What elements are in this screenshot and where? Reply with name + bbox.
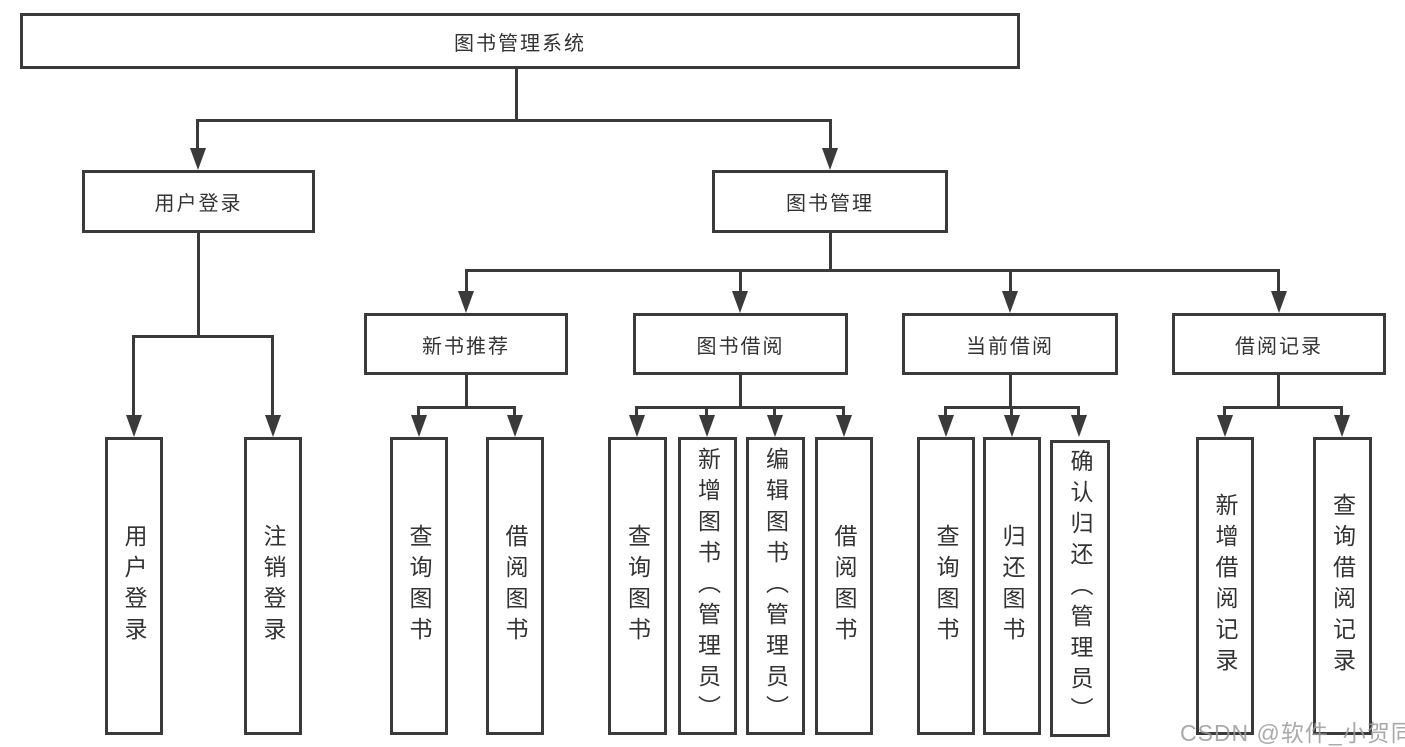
connector-line xyxy=(635,406,844,409)
connector-line xyxy=(1009,269,1012,293)
connector-arrowhead xyxy=(411,415,427,437)
connector-arrowhead xyxy=(767,415,783,437)
node-user-login: 用户登录 xyxy=(82,170,315,233)
connector-line xyxy=(1277,269,1280,293)
connector-line xyxy=(739,269,742,293)
connector-arrowhead xyxy=(1004,415,1020,437)
node-book-borrow-label: 图书借阅 xyxy=(696,335,785,358)
leaf-add-books-admin-label: 新增图书（管理员） xyxy=(694,446,721,726)
node-book-borrow: 图书借阅 xyxy=(633,313,848,375)
leaf-add-books-admin: 新增图书（管理员） xyxy=(678,437,737,735)
connector-line xyxy=(1077,406,1080,420)
connector-line xyxy=(515,68,518,121)
connector-arrowhead xyxy=(732,291,748,313)
connector-line xyxy=(196,119,199,153)
leaf-return-books: 归还图书 xyxy=(983,437,1041,735)
connector-line xyxy=(197,233,200,338)
connector-line xyxy=(842,406,845,420)
leaf-query-books-3: 查询图书 xyxy=(917,437,975,735)
leaf-add-borrow-record-label: 新增借阅记录 xyxy=(1212,493,1238,679)
leaf-confirm-return-admin-label: 确认归还（管理员） xyxy=(1067,449,1093,728)
connector-line xyxy=(1009,375,1012,409)
connector-line xyxy=(1010,406,1013,420)
leaf-confirm-return-admin: 确认归还（管理员） xyxy=(1050,440,1110,737)
node-book-mgmt-label: 图书管理 xyxy=(786,193,874,215)
connector-line xyxy=(132,335,135,420)
connector-arrowhead xyxy=(1217,415,1233,437)
connector-line xyxy=(417,406,516,409)
leaf-query-borrow-record: 查询借阅记录 xyxy=(1313,437,1372,735)
connector-arrowhead xyxy=(938,415,954,437)
leaf-query-books-3-label: 查询图书 xyxy=(933,524,959,648)
leaf-query-books-1-label: 查询图书 xyxy=(406,524,432,648)
leaf-borrow-books-2-label: 借阅图书 xyxy=(831,524,857,648)
connector-line xyxy=(635,406,638,420)
connector-arrowhead xyxy=(458,291,474,313)
leaf-query-books-2: 查询图书 xyxy=(608,437,667,735)
connector-line xyxy=(271,335,274,420)
connector-arrowhead xyxy=(265,415,281,437)
leaf-logout-login-label: 注销登录 xyxy=(260,524,286,648)
connector-line xyxy=(739,375,742,409)
connector-line xyxy=(944,406,947,420)
leaf-logout-login: 注销登录 xyxy=(244,437,302,735)
connector-arrowhead xyxy=(1271,291,1287,313)
node-book-mgmt: 图书管理 xyxy=(712,170,948,233)
node-current-borrow: 当前借阅 xyxy=(902,313,1118,375)
connector-line xyxy=(1223,406,1343,409)
connector-line xyxy=(1223,406,1226,420)
node-root: 图书管理系统 xyxy=(20,13,1020,69)
connector-arrowhead xyxy=(507,415,523,437)
connector-arrowhead xyxy=(822,148,838,170)
node-root-label: 图书管理系统 xyxy=(454,32,586,55)
connector-line xyxy=(465,375,468,409)
leaf-borrow-books-1-label: 借阅图书 xyxy=(502,524,528,648)
watermark-text: CSDN @软件_小贺同学 xyxy=(1180,720,1405,746)
connector-line xyxy=(465,269,468,293)
connector-line xyxy=(465,269,1280,272)
node-new-books-label: 新书推荐 xyxy=(422,335,510,358)
node-borrow-records: 借阅记录 xyxy=(1172,313,1386,375)
leaf-query-books-1: 查询图书 xyxy=(390,437,448,735)
leaf-edit-books-admin: 编辑图书（管理员） xyxy=(746,437,805,735)
node-user-login-label: 用户登录 xyxy=(154,193,243,215)
leaf-borrow-books-1: 借阅图书 xyxy=(486,437,544,735)
connector-arrowhead xyxy=(1002,291,1018,313)
connector-line xyxy=(705,406,708,420)
connector-arrowhead xyxy=(629,415,645,437)
connector-arrowhead xyxy=(126,415,142,437)
node-borrow-records-label: 借阅记录 xyxy=(1235,335,1323,358)
connector-line xyxy=(1340,406,1343,420)
leaf-edit-books-admin-label: 编辑图书（管理员） xyxy=(762,446,789,726)
connector-arrowhead xyxy=(836,415,852,437)
connector-line xyxy=(829,233,832,272)
leaf-user-login: 用户登录 xyxy=(105,437,163,735)
connector-line xyxy=(132,335,273,338)
connector-line xyxy=(513,406,516,420)
leaf-add-borrow-record: 新增借阅记录 xyxy=(1196,437,1254,735)
leaf-return-books-label: 归还图书 xyxy=(999,524,1025,648)
leaf-query-books-2-label: 查询图书 xyxy=(624,524,651,648)
connector-line xyxy=(196,119,832,122)
connector-line xyxy=(773,406,776,420)
connector-line xyxy=(417,406,420,420)
connector-arrowhead xyxy=(190,148,206,170)
leaf-user-login-label: 用户登录 xyxy=(121,524,147,648)
connector-arrowhead xyxy=(1071,415,1087,437)
connector-arrowhead xyxy=(1334,415,1350,437)
connector-line xyxy=(829,119,832,153)
leaf-borrow-books-2: 借阅图书 xyxy=(815,437,873,735)
leaf-query-borrow-record-label: 查询借阅记录 xyxy=(1329,493,1356,679)
node-current-borrow-label: 当前借阅 xyxy=(966,335,1054,358)
connector-arrowhead xyxy=(699,415,715,437)
node-new-books: 新书推荐 xyxy=(364,313,568,375)
connector-line xyxy=(1277,375,1280,409)
